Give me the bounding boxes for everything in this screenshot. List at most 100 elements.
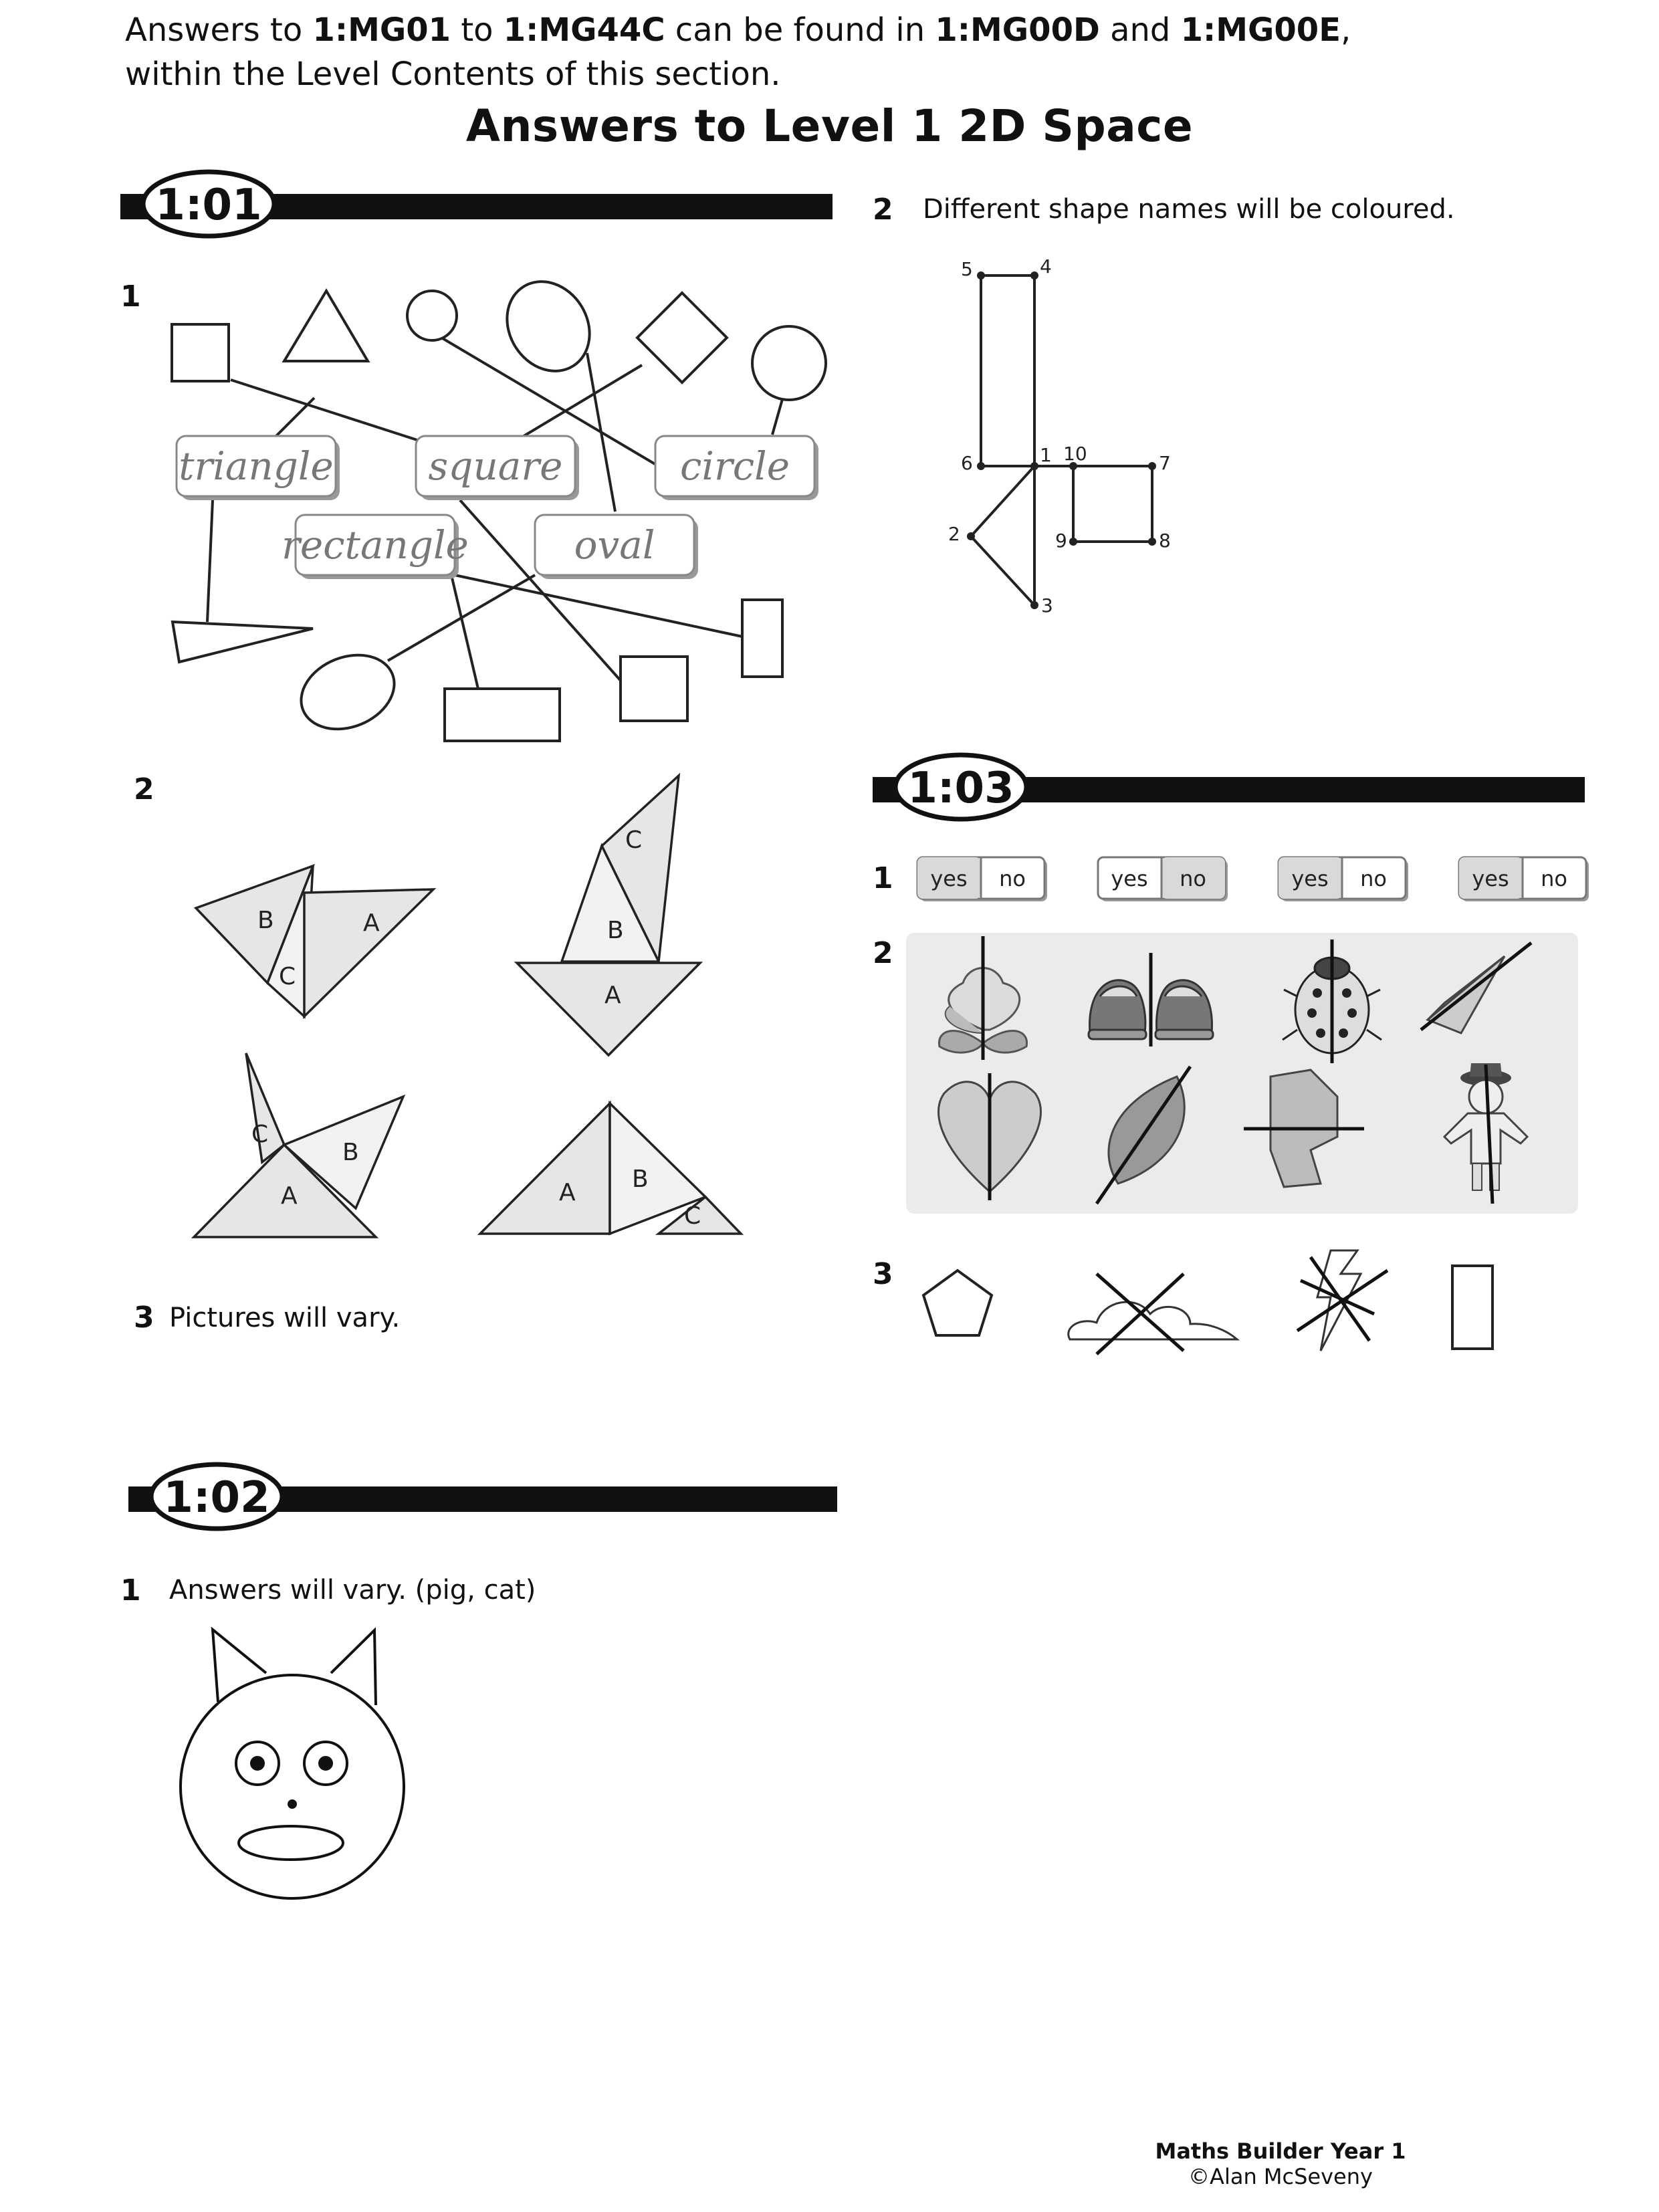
match-line — [586, 352, 617, 512]
option-no: no — [1360, 866, 1387, 891]
label-rectangle: rectangle — [282, 522, 469, 568]
thin-triangle-shape — [171, 620, 314, 664]
oval-shape — [506, 280, 591, 372]
cat-head — [179, 1674, 405, 1900]
svg-text:2: 2 — [948, 523, 960, 545]
svg-text:B: B — [607, 917, 624, 944]
intro-line-2: within the Level Contents of this sectio… — [125, 56, 781, 93]
diamond-shape — [635, 291, 729, 384]
triangle-shape — [282, 288, 370, 362]
yes-no-3: yes no — [1277, 856, 1408, 901]
cloud-picture — [1067, 1273, 1240, 1355]
match-line — [459, 499, 623, 683]
left-ear — [211, 1626, 267, 1702]
label-circle: circle — [680, 443, 790, 489]
svg-text:7: 7 — [1159, 452, 1171, 474]
option-no: no — [1541, 866, 1567, 891]
svg-text:B: B — [257, 907, 274, 934]
shoes-picture — [1087, 953, 1214, 1046]
heart-picture — [937, 1073, 1042, 1200]
label-boxes: triangle square circle rectangle oval — [175, 435, 818, 579]
scarecrow-picture — [1442, 1063, 1529, 1204]
s103-q1-number: 1 — [873, 861, 893, 895]
symmetry-panel — [906, 933, 1578, 1214]
svg-text:C: C — [684, 1202, 701, 1230]
option-yes: yes — [1111, 866, 1147, 891]
s101-right-q2-number: 2 — [873, 193, 893, 227]
tangram-piece-a — [477, 1100, 611, 1235]
tangram-piece-a — [303, 888, 437, 1020]
section-101-label: 1:01 — [155, 181, 261, 230]
tangram-figures — [191, 772, 744, 1238]
section-102-label: 1:02 — [163, 1473, 269, 1523]
option-no: no — [999, 866, 1026, 891]
bottom-oval-shape — [300, 653, 396, 731]
svg-text:6: 6 — [961, 452, 973, 474]
svg-text:A: A — [281, 1182, 298, 1210]
option-yes: yes — [1472, 866, 1509, 891]
tall-rectangle-shape — [741, 598, 784, 678]
match-line — [230, 378, 422, 443]
svg-text:C: C — [251, 1121, 268, 1148]
tangram-piece-b — [560, 843, 661, 963]
s101-q3-text: Pictures will vary. — [169, 1303, 401, 1333]
match-line — [454, 574, 743, 638]
q3-pictures — [921, 1249, 1494, 1355]
dot-points — [967, 271, 1156, 609]
dot-labels: 1 2 3 4 5 6 7 8 9 10 — [948, 255, 1171, 617]
footer-title: Maths Builder Year 1 — [1155, 2138, 1406, 2164]
s103-q3-number: 3 — [873, 1257, 893, 1291]
square-shape — [171, 323, 230, 382]
yes-no-1: yes no — [916, 856, 1047, 901]
svg-text:10: 10 — [1063, 443, 1087, 465]
symmetry-items — [937, 936, 1533, 1205]
leaf-picture — [1095, 1065, 1192, 1205]
footer-copyright: ©Alan McSeveny — [1188, 2164, 1373, 2189]
option-yes: yes — [930, 866, 967, 891]
tangram-letters: B A C C B A C B A A B C — [251, 826, 701, 1230]
match-line — [450, 574, 479, 689]
svg-text:B: B — [342, 1139, 359, 1166]
svg-text:3: 3 — [1041, 594, 1053, 617]
s103-q2-number: 2 — [873, 936, 893, 970]
svg-text:1: 1 — [1040, 444, 1052, 466]
label-triangle: triangle — [179, 443, 334, 489]
section-header-101: 1:01 — [120, 169, 833, 239]
wide-rectangle-shape — [443, 687, 561, 742]
paper-plane-picture — [1420, 942, 1533, 1034]
tangram-piece-a — [514, 962, 703, 1057]
nose — [288, 1799, 297, 1809]
match-line — [437, 334, 677, 477]
ladybird-picture — [1282, 939, 1382, 1063]
svg-text:9: 9 — [1055, 530, 1067, 552]
rectangle-picture — [1451, 1264, 1494, 1350]
dot-to-dot — [969, 274, 1153, 609]
small-circle-shape — [406, 290, 458, 342]
svg-text:A: A — [559, 1179, 576, 1206]
match-line — [269, 397, 316, 443]
circle-shape — [751, 325, 827, 401]
s102-q1-number: 1 — [120, 1573, 141, 1608]
svg-text:B: B — [632, 1166, 649, 1193]
tangram-piece-b — [609, 1100, 708, 1236]
svg-text:A: A — [604, 982, 621, 1009]
bottom-square-shape — [619, 655, 689, 722]
page-title: Answers to Level 1 2D Space — [465, 100, 1194, 152]
option-yes: yes — [1291, 866, 1328, 891]
svg-text:4: 4 — [1040, 255, 1052, 278]
option-no: no — [1180, 866, 1206, 891]
section-103-label: 1:03 — [907, 764, 1014, 813]
right-ear — [330, 1627, 377, 1706]
shirt-picture — [1244, 1069, 1364, 1188]
label-oval: oval — [574, 522, 655, 568]
tangram-piece-a — [191, 1143, 379, 1238]
tangram-piece-b — [282, 1094, 406, 1210]
svg-text:C: C — [279, 963, 296, 990]
flower-picture — [937, 936, 1028, 1060]
svg-text:8: 8 — [1159, 530, 1171, 552]
pentagon-picture — [921, 1268, 994, 1337]
yes-no-groups: yes no yes no yes no yes no — [916, 856, 1589, 901]
tangram-piece-c — [655, 1195, 744, 1235]
shape-matching — [171, 280, 827, 742]
